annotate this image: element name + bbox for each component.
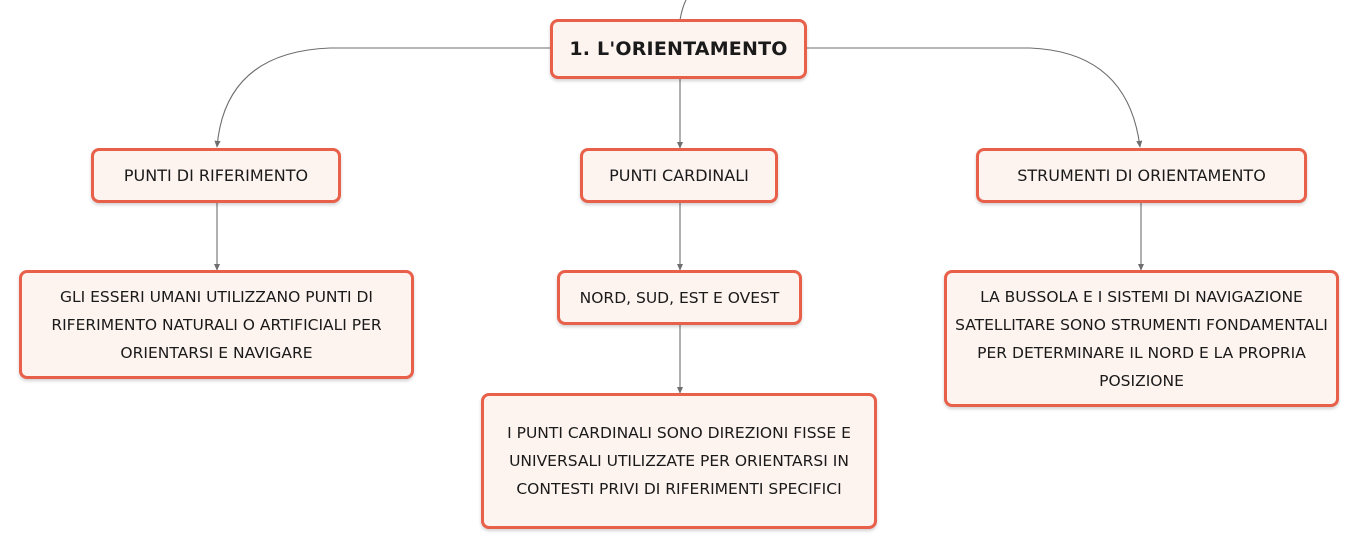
detail-node-cardinali[interactable]: I PUNTI CARDINALI SONO DIREZIONI FISSE E… (481, 393, 877, 529)
detail-node-strumenti[interactable]: LA BUSSOLA E I SISTEMI DI NAVIGAZIONE SA… (944, 270, 1339, 407)
detail-node-text: GLI ESSERI UMANI UTILIZZANO PUNTI DI RIF… (51, 287, 382, 362)
detail-node-text: LA BUSSOLA E I SISTEMI DI NAVIGAZIONE SA… (955, 287, 1328, 390)
connector-parent-to-root (679, 0, 687, 21)
detail-node-directions[interactable]: NORD, SUD, EST E OVEST (557, 270, 802, 325)
branch-node-label: STRUMENTI DI ORIENTAMENTO (1017, 165, 1266, 185)
connector-root-to-strumenti (806, 47, 1143, 148)
branch-node-punti-di-riferimento[interactable]: PUNTI DI RIFERIMENTO (91, 148, 341, 203)
detail-node-riferimento[interactable]: GLI ESSERI UMANI UTILIZZANO PUNTI DI RIF… (19, 270, 414, 379)
branch-node-strumenti-di-orientamento[interactable]: STRUMENTI DI ORIENTAMENTO (976, 148, 1307, 203)
detail-node-text: I PUNTI CARDINALI SONO DIREZIONI FISSE E… (507, 424, 851, 498)
branch-node-label: PUNTI DI RIFERIMENTO (123, 165, 309, 185)
root-node[interactable]: 1. L'ORIENTAMENTO (550, 19, 807, 79)
branch-node-punti-cardinali[interactable]: PUNTI CARDINALI (580, 148, 778, 203)
root-node-label: 1. L'ORIENTAMENTO (569, 38, 788, 60)
branch-node-label: PUNTI CARDINALI (609, 165, 749, 185)
connector-root-to-punti-riferimento (214, 47, 550, 148)
detail-node-text: NORD, SUD, EST E OVEST (579, 288, 780, 307)
